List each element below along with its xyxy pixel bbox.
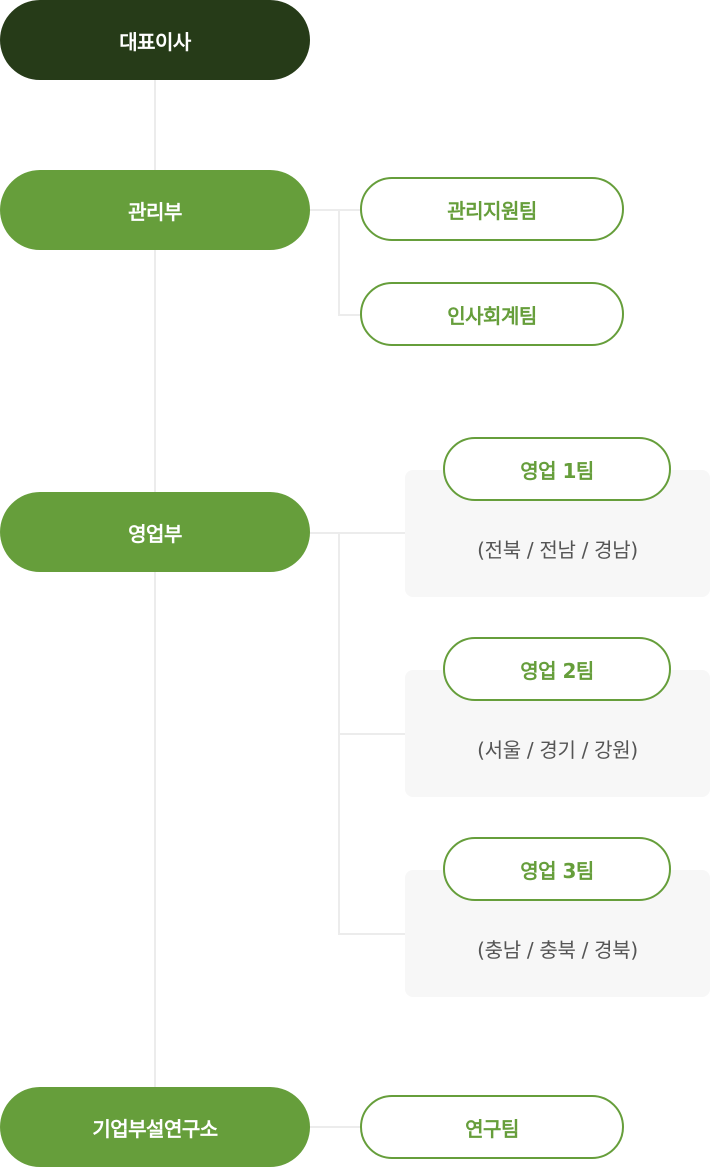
- team-research-label: 연구팀: [465, 1116, 519, 1141]
- sales-branch-1: [338, 532, 406, 534]
- sales-team-1-node: 영업 1팀: [443, 437, 671, 501]
- dept-sales-node: 영업부: [0, 492, 310, 572]
- team-research-node: 연구팀: [360, 1095, 624, 1159]
- team-admin-support-node: 관리지원팀: [360, 177, 624, 241]
- dept-research-node: 기업부설연구소: [0, 1087, 310, 1167]
- admin-horizontal-connector: [310, 209, 340, 211]
- sales-team-1-label: 영업 1팀: [520, 458, 594, 483]
- admin-branch-vertical: [338, 209, 340, 316]
- sales-team-2-label: 영업 2팀: [520, 658, 594, 683]
- main-vertical-connector: [154, 80, 156, 1090]
- sales-branch-3: [338, 933, 406, 935]
- ceo-label: 대표이사: [119, 29, 191, 54]
- dept-admin-node: 관리부: [0, 170, 310, 250]
- sales-team-1-regions: (전북 / 전남 / 경남): [477, 538, 638, 562]
- team-hr-accounting-label: 인사회계팀: [447, 303, 537, 328]
- ceo-node: 대표이사: [0, 0, 310, 80]
- sales-team-3-regions: (충남 / 충북 / 경북): [477, 938, 638, 962]
- sales-team-2-regions: (서울 / 경기 / 강원): [477, 738, 638, 762]
- sales-team-2-node: 영업 2팀: [443, 637, 671, 701]
- admin-branch-2: [338, 314, 362, 316]
- research-horizontal-connector: [310, 1126, 362, 1128]
- team-admin-support-label: 관리지원팀: [447, 198, 537, 223]
- sales-horizontal-connector: [310, 532, 340, 534]
- dept-sales-label: 영업부: [128, 521, 182, 546]
- sales-branch-2: [338, 733, 406, 735]
- admin-branch-1: [338, 209, 362, 211]
- team-hr-accounting-node: 인사회계팀: [360, 282, 624, 346]
- dept-research-label: 기업부설연구소: [92, 1116, 218, 1141]
- sales-team-3-node: 영업 3팀: [443, 837, 671, 901]
- sales-team-3-label: 영업 3팀: [520, 858, 594, 883]
- dept-admin-label: 관리부: [128, 199, 182, 224]
